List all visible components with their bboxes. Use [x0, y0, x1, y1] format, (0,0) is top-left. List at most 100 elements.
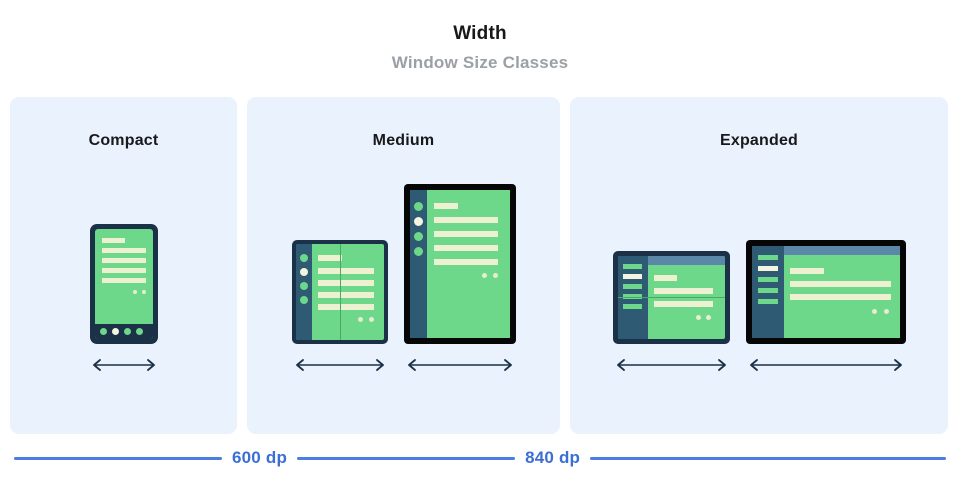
content-dot — [357, 317, 363, 322]
content-line — [653, 275, 677, 281]
rail-bar[interactable] — [757, 255, 778, 260]
device-group-expanded — [570, 240, 948, 372]
device-slot-foldable-landscape — [612, 251, 730, 372]
content-line — [433, 203, 458, 209]
rail-dot[interactable] — [299, 296, 308, 304]
rail-bar[interactable] — [622, 304, 642, 309]
device-tablet-landscape — [745, 240, 906, 344]
navigation-rail — [409, 190, 427, 338]
device-slot-tablet-portrait — [403, 184, 516, 372]
panel-title-compact: Compact — [88, 132, 159, 149]
device-foldable-landscape — [612, 251, 730, 344]
rail-bar[interactable] — [757, 299, 778, 304]
device-tablet-portrait — [403, 184, 516, 344]
content-line — [317, 292, 374, 298]
content-dot — [705, 315, 711, 320]
phone-screen — [94, 229, 153, 339]
tablet-screen — [751, 246, 900, 338]
nav-dot-active[interactable] — [111, 328, 119, 335]
fold-seam — [339, 244, 341, 340]
device-phone-portrait — [89, 224, 158, 344]
width-arrow-icon — [407, 359, 512, 371]
width-arrow-icon — [92, 359, 155, 371]
panel-title-medium: Medium — [372, 132, 435, 149]
content-dot — [492, 273, 498, 278]
device-slot-foldable-portrait — [291, 240, 388, 372]
content-line — [101, 248, 146, 253]
rail-dot[interactable] — [413, 232, 423, 241]
content-dot — [132, 290, 137, 294]
content-line — [101, 238, 125, 243]
content-line — [317, 280, 374, 286]
content-line — [433, 231, 498, 237]
width-arrow-icon — [616, 359, 726, 371]
rail-bar[interactable] — [622, 284, 642, 289]
content-line — [433, 259, 498, 265]
rail-dot-active[interactable] — [299, 268, 308, 276]
content-line — [789, 281, 891, 287]
panel-title-expanded: Expanded — [719, 132, 799, 149]
content-dot — [368, 317, 374, 322]
rail-dot-active[interactable] — [413, 217, 423, 226]
rail-dot[interactable] — [299, 254, 308, 262]
content-line — [101, 258, 146, 263]
content-dot — [481, 273, 487, 278]
panel-expanded: Expanded — [570, 97, 948, 434]
rail-bar[interactable] — [757, 288, 778, 293]
content-line — [433, 245, 498, 251]
rail-bar[interactable] — [622, 294, 642, 299]
rail-bar-active[interactable] — [757, 266, 778, 271]
navigation-rail — [295, 244, 312, 340]
nav-dot[interactable] — [99, 328, 107, 335]
content-line — [789, 294, 891, 300]
content-line — [317, 304, 374, 310]
content-line — [789, 268, 824, 274]
rail-bar-active[interactable] — [622, 274, 642, 279]
panel-medium: Medium — [247, 97, 560, 434]
content-dot — [141, 290, 146, 294]
panel-compact: Compact — [10, 97, 237, 434]
content-line — [101, 268, 146, 273]
app-top-bar — [783, 246, 900, 255]
content-line — [317, 268, 374, 274]
device-group-compact — [10, 224, 237, 372]
rail-bar[interactable] — [757, 277, 778, 282]
page-subtitle: Window Size Classes — [391, 53, 569, 72]
scale-segment-compact — [14, 456, 222, 460]
nav-dot[interactable] — [123, 328, 131, 335]
content-line — [653, 301, 713, 307]
content-dot — [883, 309, 889, 314]
width-arrow-icon — [749, 359, 902, 371]
app-top-bar — [647, 256, 725, 265]
width-arrow-icon — [295, 359, 384, 371]
rail-dot[interactable] — [299, 282, 308, 290]
device-slot-phone-portrait — [89, 224, 159, 372]
phone-nav-bar — [94, 324, 153, 339]
content-line — [653, 288, 713, 294]
page-title: Width — [453, 23, 507, 44]
size-class-panels: Compact — [10, 97, 948, 434]
breakpoint-label-600: 600 dp — [232, 448, 288, 467]
navigation-rail — [751, 246, 784, 338]
content-dot — [695, 315, 701, 320]
fold-seam — [617, 297, 725, 298]
content-dot — [871, 309, 877, 314]
tablet-screen — [409, 190, 510, 338]
scale-segment-medium — [297, 456, 516, 460]
rail-dot[interactable] — [413, 247, 423, 256]
breakpoint-label-840: 840 dp — [525, 448, 581, 467]
scale-segment-expanded — [590, 456, 946, 460]
device-foldable-portrait — [291, 240, 388, 344]
rail-bar[interactable] — [622, 264, 642, 269]
device-slot-tablet-landscape — [745, 240, 906, 372]
device-group-medium — [247, 184, 560, 372]
content-line — [101, 278, 146, 283]
foldable-screen — [295, 244, 384, 340]
breakpoint-scale: 600 dp 840 dp — [14, 448, 946, 468]
page-header: Width Window Size Classes — [0, 0, 960, 75]
rail-dot[interactable] — [413, 202, 423, 211]
foldable-screen — [617, 256, 725, 339]
content-line — [433, 217, 498, 223]
content-line — [317, 255, 342, 261]
nav-dot[interactable] — [135, 328, 143, 335]
